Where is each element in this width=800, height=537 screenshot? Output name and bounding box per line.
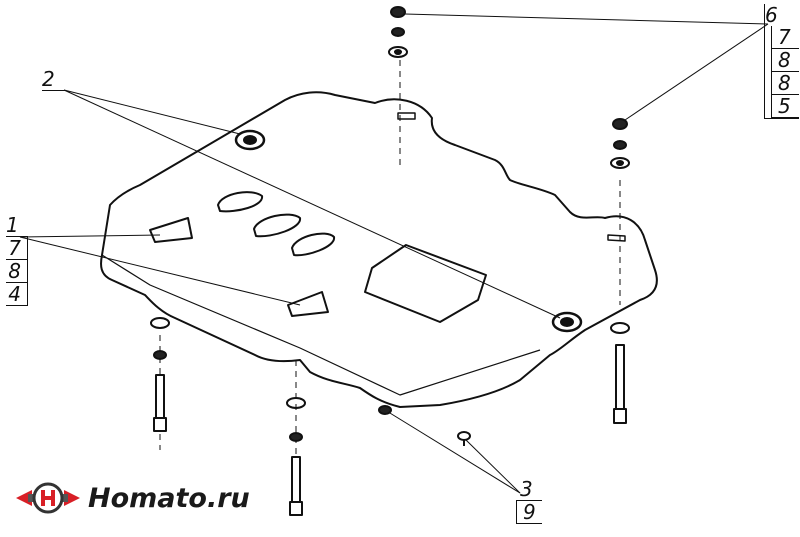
nut-washer-stack — [610, 118, 630, 169]
bolt — [286, 397, 306, 516]
skid-plate — [100, 91, 658, 408]
callout-number: 6 — [765, 3, 778, 27]
slot — [291, 232, 335, 257]
callout-number: 1 — [6, 214, 28, 237]
callout-left-top: 2 — [42, 68, 66, 91]
bracket — [149, 217, 193, 243]
bolt — [150, 317, 170, 432]
callout-number: 4 — [6, 283, 28, 306]
callout-number: 5 — [771, 95, 799, 118]
inspection-cover — [364, 244, 487, 323]
nut-washer-stack — [388, 6, 408, 58]
mount-boss — [234, 129, 266, 151]
brand-name: Homato.ru — [88, 482, 250, 514]
callout-left-mid: 1 7 8 4 — [6, 214, 28, 306]
callout-number: 3 — [516, 478, 542, 501]
callout-number: 9 — [516, 501, 542, 524]
callout-number: 8 — [771, 72, 799, 95]
bolt — [610, 322, 630, 424]
callout-number: 2 — [42, 67, 55, 91]
screw — [378, 405, 471, 446]
callout-top-right: 6 7 8 8 5 — [764, 4, 799, 119]
mount-boss — [551, 311, 583, 333]
callout-number: 7 — [6, 237, 28, 260]
slot — [217, 191, 263, 213]
brand-logo: Homato.ru — [14, 478, 250, 518]
bracket — [287, 291, 329, 317]
callout-number: 7 — [771, 26, 799, 49]
callout-bottom: 3 9 — [516, 478, 542, 524]
callout-number: 8 — [6, 260, 28, 283]
slot — [253, 213, 301, 238]
logo-emblem-icon — [16, 482, 80, 514]
callout-number: 8 — [771, 49, 799, 72]
